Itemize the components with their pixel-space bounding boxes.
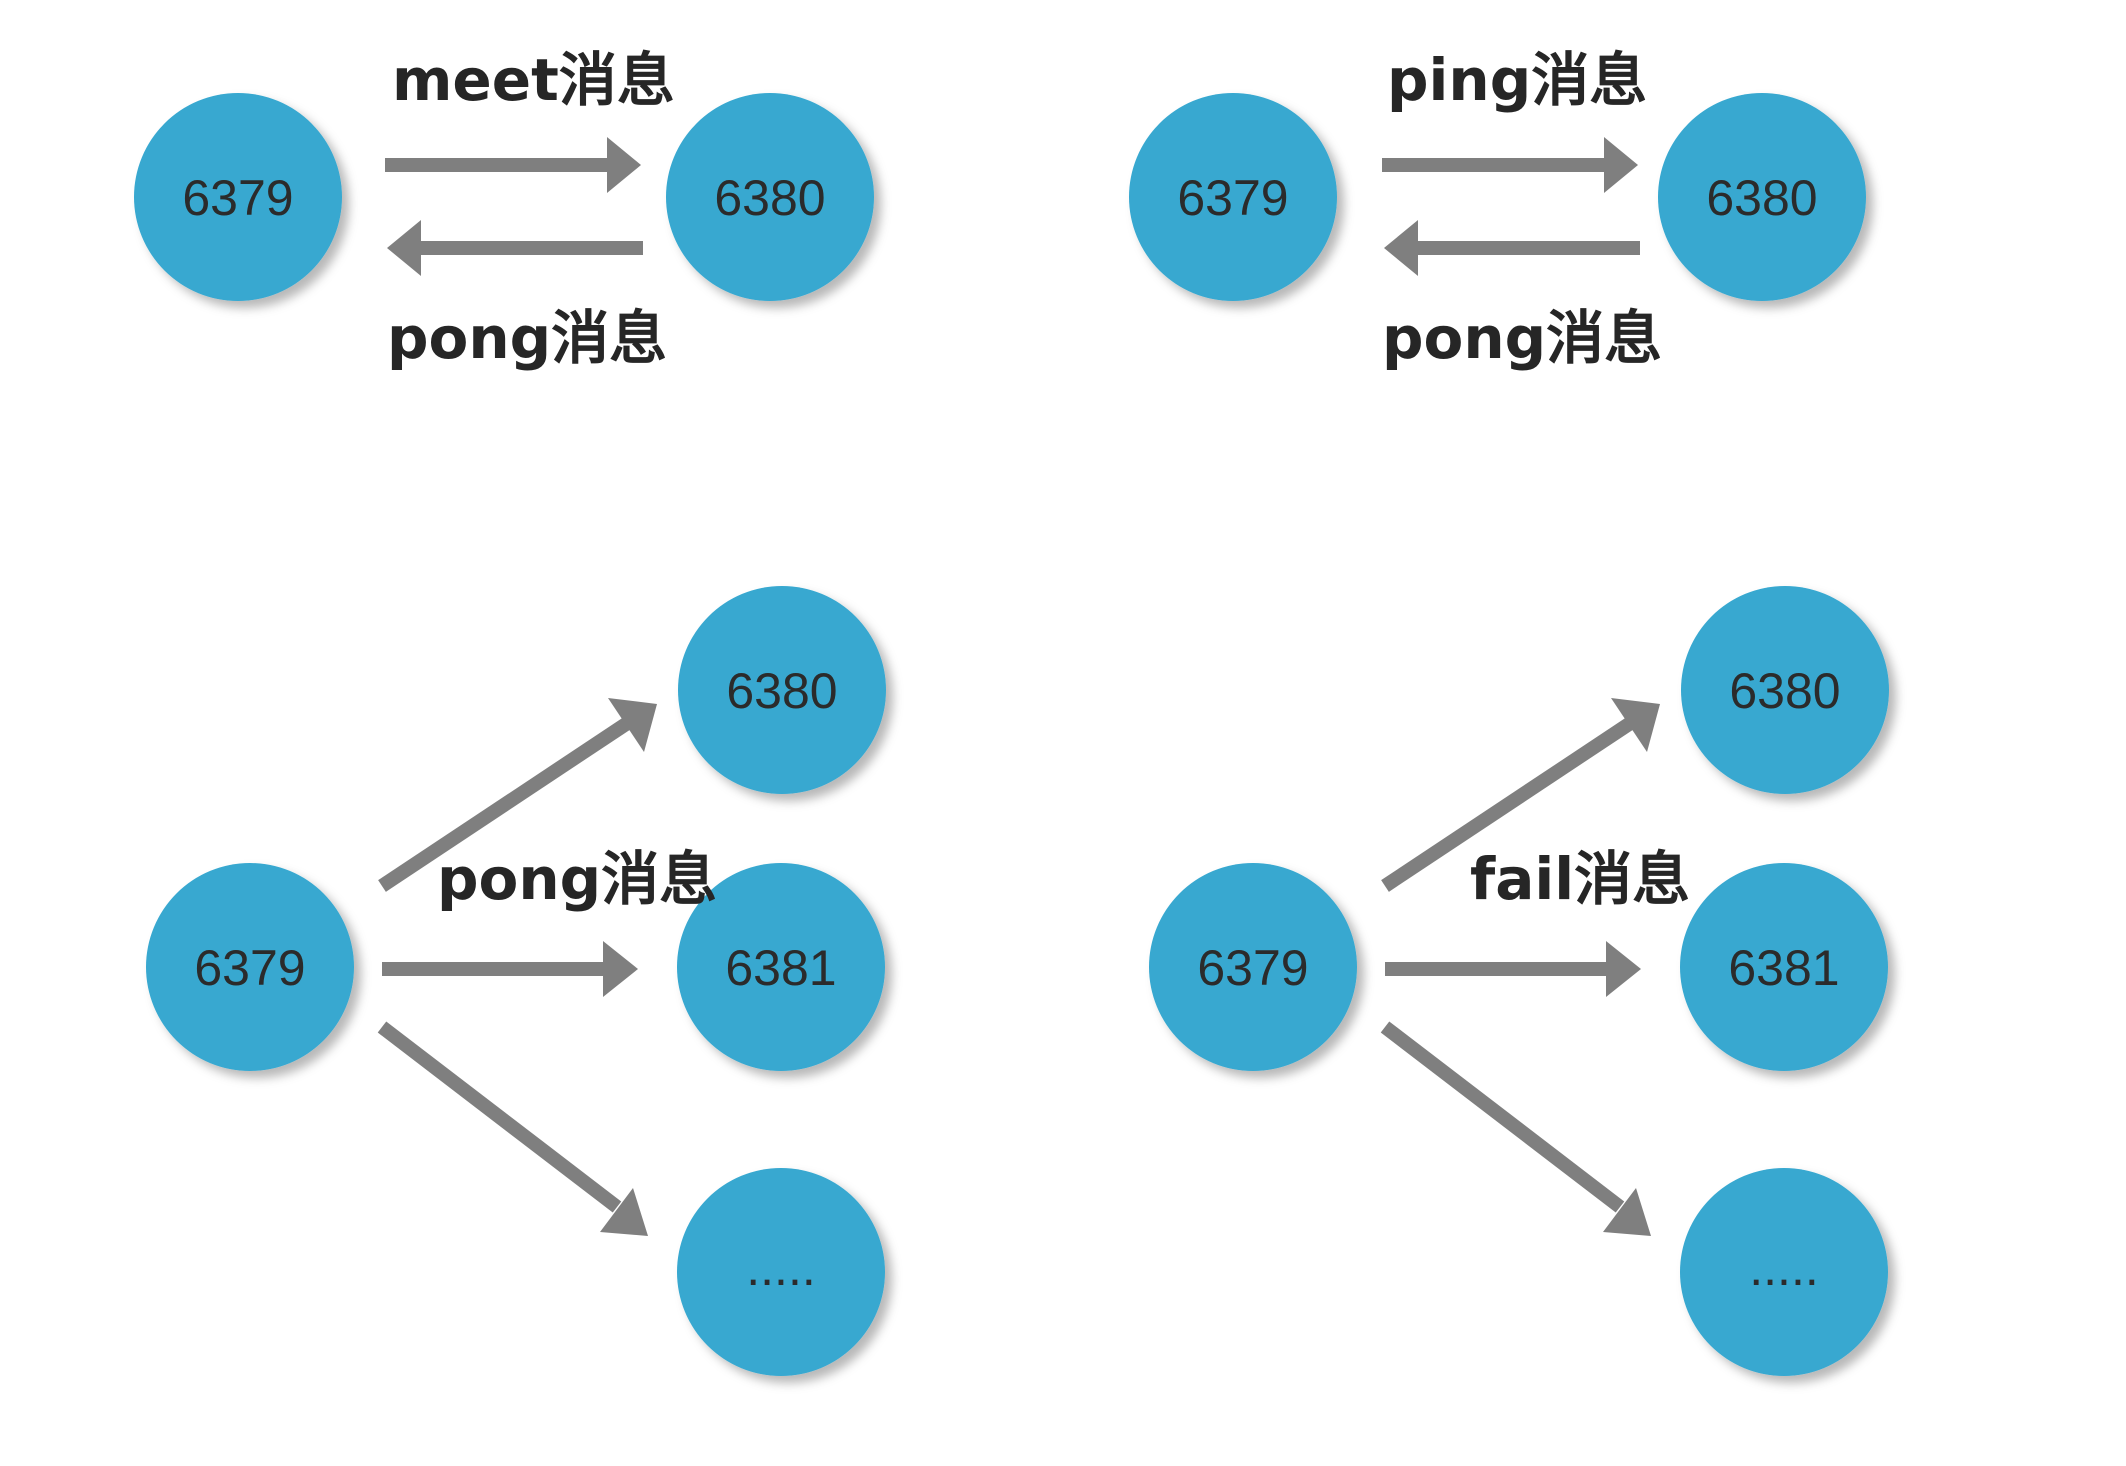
node-6381	[677, 863, 885, 1071]
arrow-to-6380-head	[1611, 698, 1660, 752]
node-6379-label: 6379	[1197, 940, 1308, 996]
node-6380	[1681, 586, 1889, 794]
panel-fail-broadcast: 6379 6380 6381 ..... fail消息	[1149, 586, 1889, 1376]
node-6380-label: 6380	[726, 663, 837, 719]
node-6379	[146, 863, 354, 1071]
arrow-to-6381-head	[1606, 941, 1641, 997]
node-more-label: .....	[1749, 1240, 1818, 1296]
node-6380-label: 6380	[714, 170, 825, 226]
node-6380-label: 6380	[1706, 170, 1817, 226]
node-6381	[1680, 863, 1888, 1071]
arrow-to-more	[377, 1021, 622, 1213]
node-6380	[678, 586, 886, 794]
node-6380	[666, 93, 874, 301]
node-6379	[1129, 93, 1337, 301]
node-6381-label: 6381	[1728, 940, 1839, 996]
node-6379-label: 6379	[194, 940, 305, 996]
node-6381-label: 6381	[725, 940, 836, 996]
pong-message-label: pong消息	[1382, 304, 1662, 372]
arrow-to-6380	[1381, 718, 1633, 892]
ping-message-label: ping消息	[1387, 46, 1647, 114]
pong-message-label: pong消息	[387, 304, 667, 372]
arrow-meet-head	[607, 137, 641, 193]
node-6379-label: 6379	[1177, 170, 1288, 226]
node-6379	[1149, 863, 1357, 1071]
node-6380-label: 6380	[1729, 663, 1840, 719]
panel-meet: 6379 6380 meet消息 pong消息	[134, 46, 874, 372]
arrow-ping-head	[1604, 137, 1638, 193]
node-more	[677, 1168, 885, 1376]
node-6379	[134, 93, 342, 301]
meet-message-label: meet消息	[392, 46, 675, 114]
panel-ping: 6379 6380 ping消息 pong消息	[1129, 46, 1866, 372]
arrow-to-6380-head	[608, 698, 657, 752]
node-6379-label: 6379	[182, 170, 293, 226]
arrow-to-more-head	[600, 1188, 648, 1236]
node-more-label: .....	[746, 1240, 815, 1296]
arrow-to-6380	[378, 718, 630, 892]
node-6380	[1658, 93, 1866, 301]
arrow-pong-reply-head	[387, 220, 421, 276]
arrow-to-more	[1380, 1021, 1625, 1213]
panel-pong-broadcast: 6379 6380 6381 ..... pong消息	[146, 586, 886, 1376]
arrow-to-more-head	[1603, 1188, 1651, 1236]
pong-message-label: pong消息	[437, 845, 717, 913]
node-more	[1680, 1168, 1888, 1376]
arrow-pong-reply-head	[1384, 220, 1418, 276]
arrow-to-6381-head	[603, 941, 638, 997]
fail-message-label: fail消息	[1470, 845, 1690, 913]
